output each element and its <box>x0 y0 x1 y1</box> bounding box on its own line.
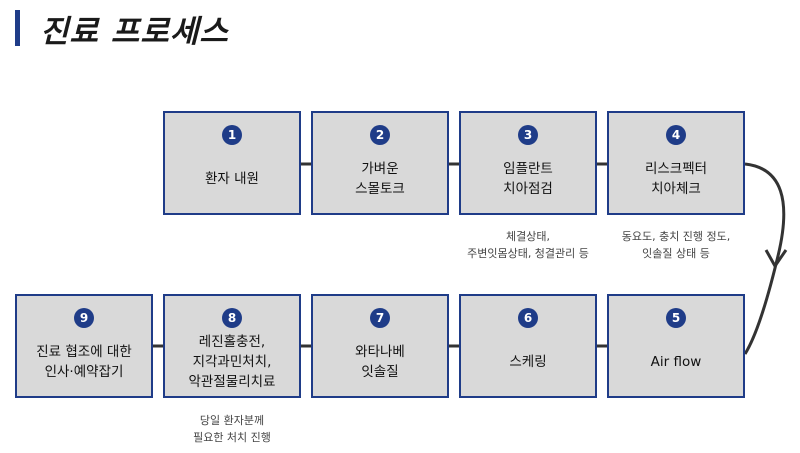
step-label: 환자 내원 <box>205 171 259 187</box>
connector-4-5-curve <box>743 162 786 355</box>
step-box-5: 5 Air flow <box>607 294 745 398</box>
step-box-8: 8 레진홀충전, 지각과민처치, 악관절물리치료 <box>163 294 301 398</box>
step-8-note: 당일 환자분께 필요한 처치 진행 <box>193 414 271 444</box>
step-box-1: 1 환자 내원 <box>163 111 301 215</box>
step-label: 와타나베 잇솔질 <box>355 344 405 380</box>
step-number-badge: 1 <box>222 125 242 145</box>
step-label: 진료 협조에 대한 인사·예약잡기 <box>36 344 132 380</box>
step-number-badge: 2 <box>370 125 390 145</box>
step-box-7: 7 와타나베 잇솔질 <box>311 294 449 398</box>
step-box-4: 4 리스크펙터 치아체크 <box>607 111 745 215</box>
title-accent-bar <box>15 10 20 46</box>
step-number-badge: 7 <box>370 308 390 328</box>
step-box-2: 2 가벼운 스몰토크 <box>311 111 449 215</box>
step-box-6: 6 스케링 <box>459 294 597 398</box>
step-number-badge: 3 <box>518 125 538 145</box>
connector-arrowhead <box>764 249 788 269</box>
step-box-3: 3 임플란트 치아점검 <box>459 111 597 215</box>
step-number-badge: 8 <box>222 308 242 328</box>
step-label: 리스크펙터 치아체크 <box>644 161 708 197</box>
step-3-note: 체결상태, 주변잇몸상태, 청결관리 등 <box>467 230 589 260</box>
step-label: 가벼운 스몰토크 <box>355 161 405 197</box>
step-number-badge: 6 <box>518 308 538 328</box>
step-4-note: 동요도, 충치 진행 정도, 잇솔질 상태 등 <box>621 230 731 260</box>
step-number-badge: 5 <box>666 308 686 328</box>
step-label: 임플란트 치아점검 <box>503 161 553 197</box>
step-label: 스케링 <box>509 354 547 370</box>
step-label: Air flow <box>650 354 702 370</box>
step-number-badge: 9 <box>74 308 94 328</box>
step-number-badge: 4 <box>666 125 686 145</box>
step-label: 레진홀충전, 지각과민처치, 악관절물리치료 <box>188 334 276 390</box>
step-box-9: 9 진료 협조에 대한 인사·예약잡기 <box>15 294 153 398</box>
page-title: 진료 프로세스 <box>40 14 229 50</box>
